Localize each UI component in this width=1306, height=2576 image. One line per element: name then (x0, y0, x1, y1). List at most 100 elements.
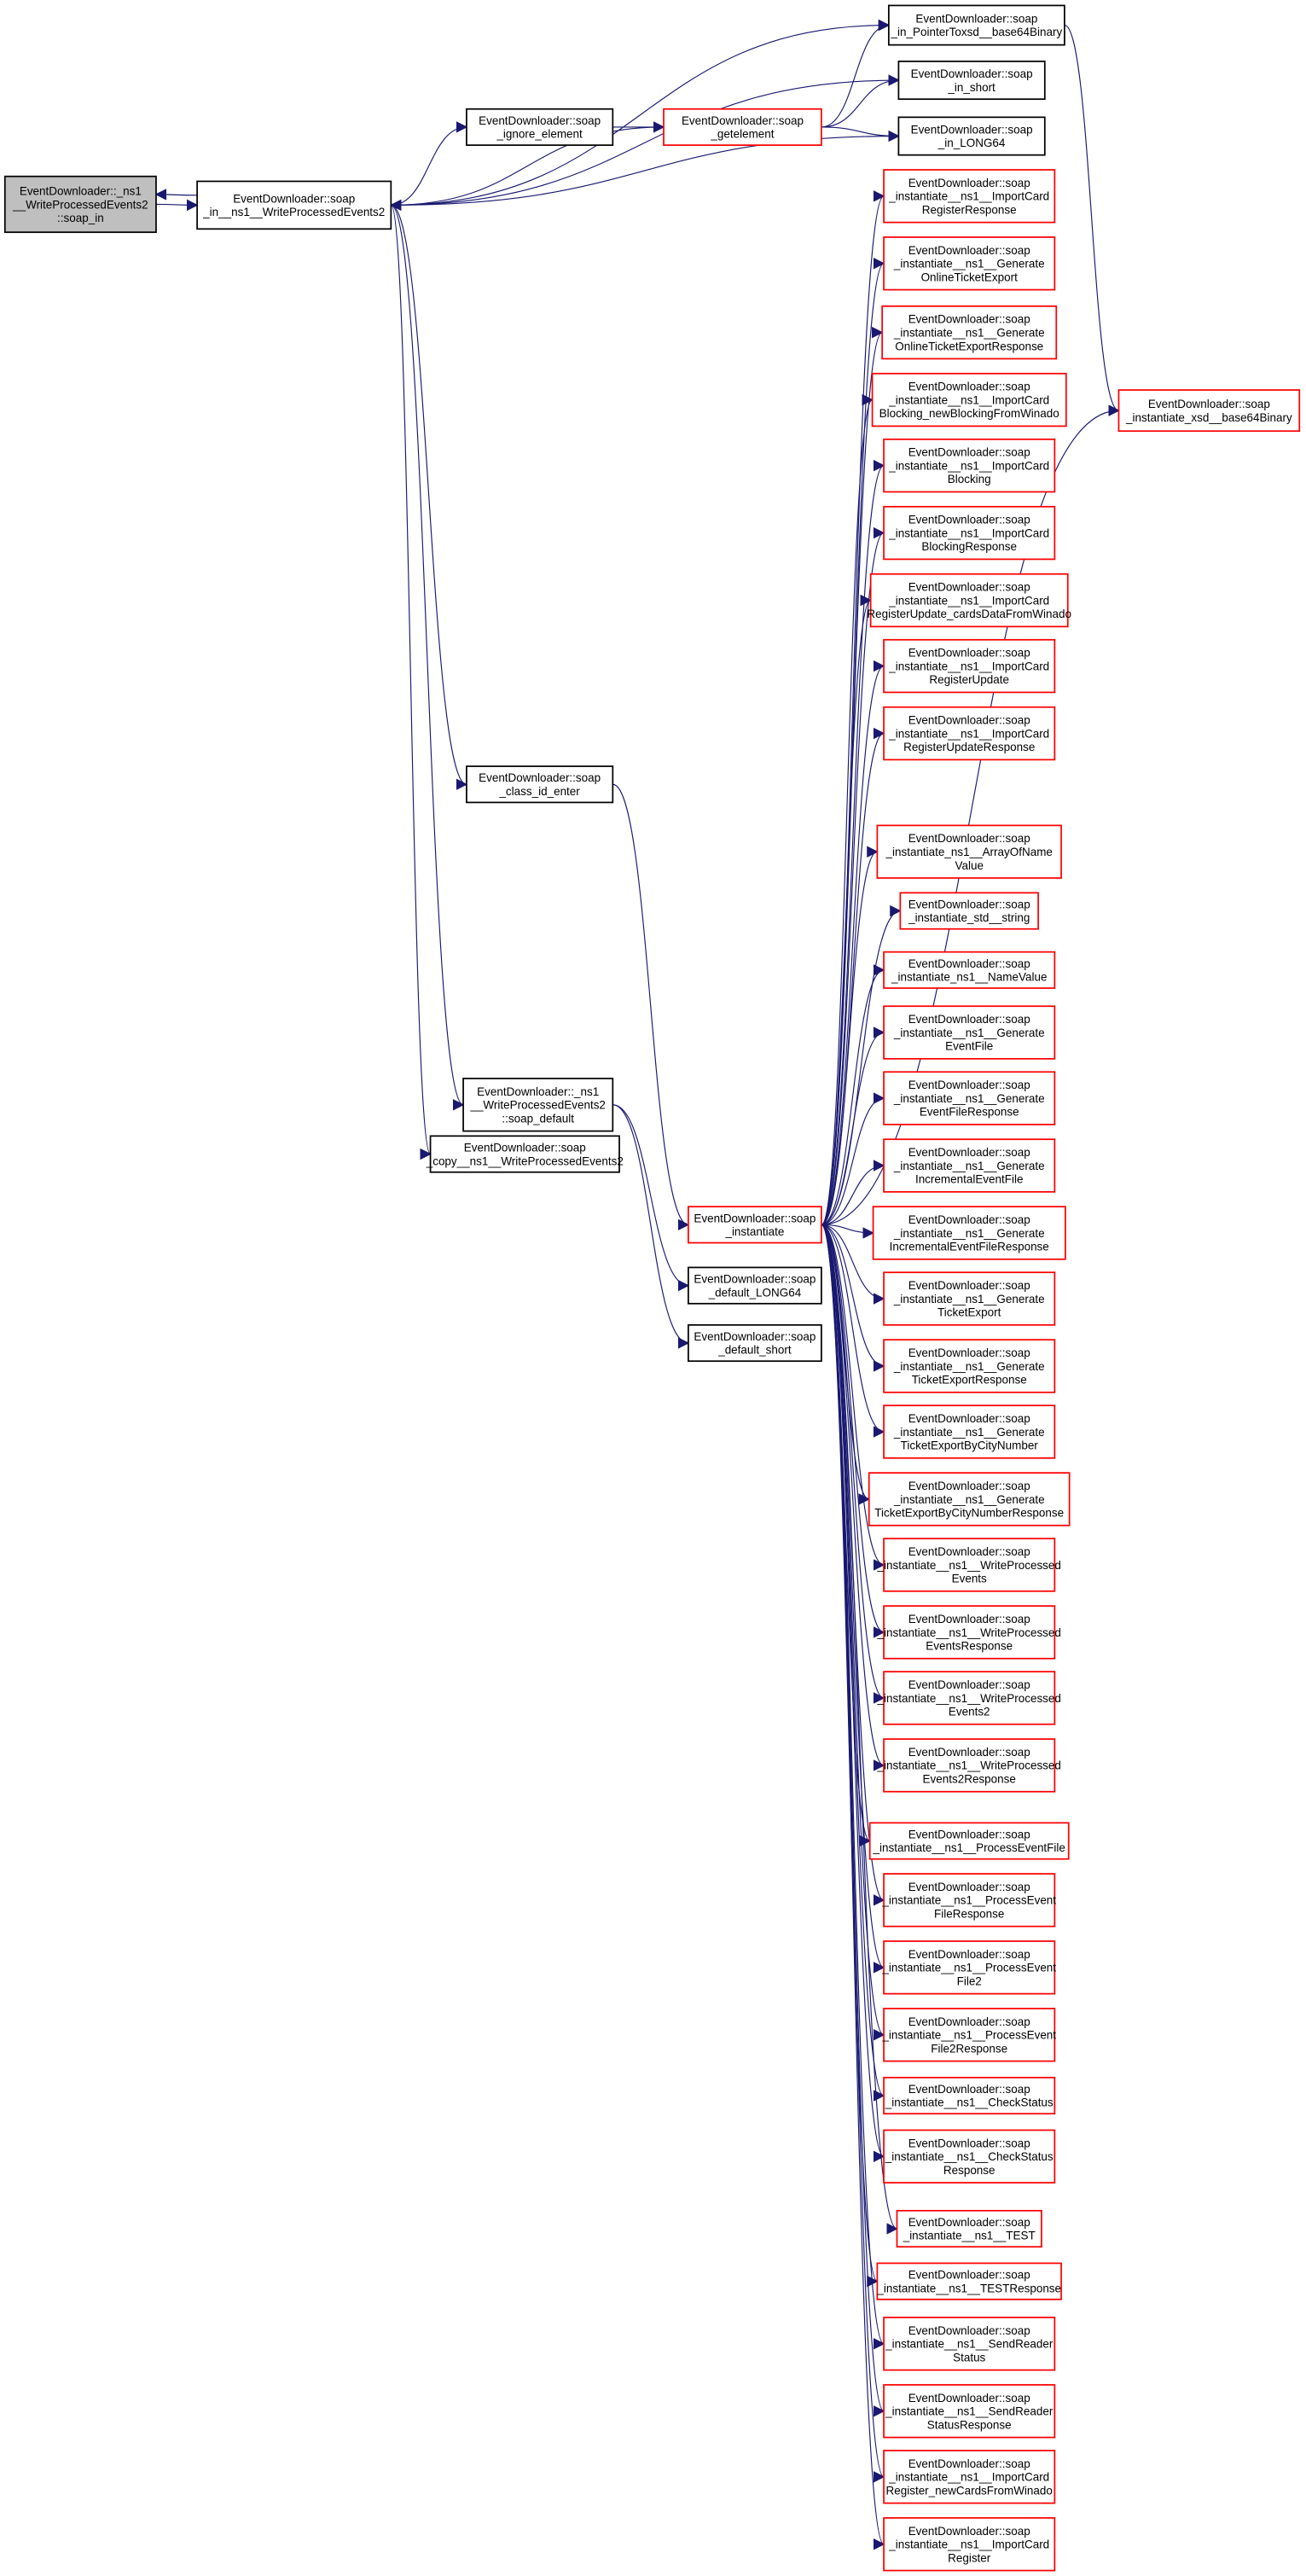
node-label-line: EventDownloader::soap (682, 114, 804, 127)
node-box (872, 1206, 1066, 1260)
node-r36[interactable]: EventDownloader::soap_instantiate__ns1__… (883, 2517, 1056, 2572)
node-r35[interactable]: EventDownloader::soap_instantiate__ns1__… (883, 2450, 1056, 2504)
node-label-line: EventDownloader::soap (908, 1013, 1030, 1026)
edge (821, 1224, 885, 1372)
node-box (883, 505, 1056, 561)
node-label-line: EventDownloader::soap (908, 446, 1030, 459)
node-r20[interactable]: EventDownloader::soap_instantiate__ns1__… (868, 1472, 1071, 1526)
node-r1[interactable]: EventDownloader::soap_instantiate__ns1__… (883, 169, 1056, 224)
node-def_long[interactable]: EventDownloader::soap_default_LONG64 (688, 1266, 822, 1305)
node-r19[interactable]: EventDownloader::soap_instantiate__ns1__… (883, 1404, 1056, 1459)
node-r2[interactable]: EventDownloader::soap_instantiate__ns1__… (883, 236, 1056, 291)
node-label-line: EventFile (945, 1040, 993, 1053)
node-r16[interactable]: EventDownloader::soap_instantiate__ns1__… (872, 1206, 1066, 1260)
node-getelement[interactable]: EventDownloader::soap_getelement (663, 108, 822, 146)
node-label-line: OnlineTicketExport (921, 270, 1019, 283)
node-label-line: _getelement (710, 128, 774, 141)
node-label-line: _instantiate__ns1__ImportCard (888, 660, 1049, 672)
node-label-line: EventDownloader::soap (908, 313, 1030, 326)
node-label-line: _instantiate__ns1__Generate (893, 1360, 1045, 1373)
node-box (883, 1940, 1056, 1995)
edge (821, 1092, 885, 1225)
node-r27[interactable]: EventDownloader::soap_instantiate__ns1__… (881, 1940, 1056, 1995)
node-box (897, 61, 1046, 101)
node-label-line: _instantiate__ns1__ProcessEvent (881, 1962, 1056, 1974)
node-label-line: _copy__ns1__WriteProcessedEvents2 (426, 1154, 624, 1167)
node-label-line: _instantiate_xsd__base64Binary (1125, 411, 1292, 424)
edge-instantiate-to-b64 (821, 404, 1120, 1225)
node-r7[interactable]: EventDownloader::soap_instantiate__ns1__… (867, 573, 1071, 628)
node-copy[interactable]: EventDownloader::soap_copy__ns1__WritePr… (426, 1135, 624, 1173)
node-r33[interactable]: EventDownloader::soap_instantiate__ns1__… (883, 2317, 1056, 2371)
node-r17[interactable]: EventDownloader::soap_instantiate__ns1__… (883, 1271, 1056, 1326)
node-r5[interactable]: EventDownloader::soap_instantiate__ns1__… (883, 438, 1056, 493)
node-label-line: _instantiate__ns1__Generate (893, 1293, 1045, 1305)
node-label-line: Blocking (948, 473, 991, 486)
edge (612, 783, 690, 1230)
node-soap_in[interactable]: EventDownloader::soap_in__ns1__WriteProc… (196, 180, 392, 230)
node-r26[interactable]: EventDownloader::soap_instantiate__ns1__… (881, 1873, 1056, 1928)
node-in_long[interactable]: EventDownloader::soap_in_LONG64 (897, 116, 1046, 156)
node-label-line: EventDownloader::soap (908, 1079, 1030, 1091)
node-in_short[interactable]: EventDownloader::soap_in_short (897, 61, 1046, 101)
node-r18[interactable]: EventDownloader::soap_instantiate__ns1__… (883, 1339, 1056, 1393)
node-root[interactable]: EventDownloader::_ns1__WriteProcessedEve… (3, 175, 157, 234)
node-r10[interactable]: EventDownloader::soap_instantiate_ns1__A… (876, 824, 1062, 879)
edge (390, 204, 432, 1160)
edge (821, 964, 885, 1225)
node-label-line: Events2Response (923, 1773, 1016, 1786)
node-r23[interactable]: EventDownloader::soap_instantiate__ns1__… (877, 1671, 1061, 1725)
node-label-line: EventDownloader::soap (908, 2015, 1030, 2028)
node-r30[interactable]: EventDownloader::soap_instantiate__ns1__… (883, 2129, 1056, 2183)
node-r9[interactable]: EventDownloader::soap_instantiate__ns1__… (883, 706, 1056, 761)
node-r15[interactable]: EventDownloader::soap_instantiate__ns1__… (883, 1138, 1056, 1193)
node-def_short[interactable]: EventDownloader::soap_default_short (688, 1323, 822, 1363)
node-r12[interactable]: EventDownloader::soap_instantiate_ns1__N… (883, 951, 1056, 989)
node-label-line: EventDownloader::soap (908, 714, 1030, 727)
node-r6[interactable]: EventDownloader::soap_instantiate__ns1__… (883, 505, 1056, 561)
edge (391, 204, 465, 1111)
node-r29[interactable]: EventDownloader::soap_instantiate__ns1__… (883, 2076, 1056, 2115)
node-box (883, 1671, 1056, 1725)
edge (821, 1224, 885, 2162)
node-r24[interactable]: EventDownloader::soap_instantiate__ns1__… (877, 1738, 1061, 1793)
node-label-line: _instantiate__ns1__SendReader (885, 2405, 1054, 2418)
node-soap_default[interactable]: EventDownloader::_ns1__WriteProcessedEve… (462, 1078, 614, 1132)
edge-instantiate-to-r29 (821, 1224, 885, 2102)
node-r3[interactable]: EventDownloader::soap_instantiate__ns1__… (881, 305, 1058, 360)
node-r22[interactable]: EventDownloader::soap_instantiate__ns1__… (877, 1605, 1061, 1660)
node-r31[interactable]: EventDownloader::soap_instantiate__ns1__… (896, 2209, 1042, 2248)
node-label-line: _default_LONG64 (708, 1286, 802, 1299)
node-label-line: EventDownloader::soap (908, 1678, 1030, 1691)
node-r21[interactable]: EventDownloader::soap_instantiate__ns1__… (877, 1538, 1061, 1592)
edge-instantiate-to-r24 (821, 1224, 885, 1771)
node-box (429, 1135, 620, 1173)
edge-instantiate-to-r31 (821, 1224, 898, 2235)
node-box (196, 180, 392, 230)
edge (821, 846, 879, 1225)
node-class_id[interactable]: EventDownloader::soap_class_id_enter (466, 765, 614, 804)
node-label-line: _instantiate__ns1__ImportCard (888, 190, 1049, 203)
node-r13[interactable]: EventDownloader::soap_instantiate__ns1__… (883, 1005, 1056, 1060)
node-label-line: _instantiate__ns1__ProcessEventFile (873, 1841, 1065, 1854)
node-ignore[interactable]: EventDownloader::soap_ignore_element (466, 108, 614, 146)
node-r8[interactable]: EventDownloader::soap_instantiate__ns1__… (883, 638, 1056, 694)
node-box (466, 765, 614, 804)
node-in_ptr[interactable]: EventDownloader::soap_in_PointerToxsd__b… (887, 4, 1065, 46)
node-label-line: EventDownloader::soap (911, 67, 1033, 80)
node-r28[interactable]: EventDownloader::soap_instantiate__ns1__… (881, 2008, 1056, 2062)
node-r14[interactable]: EventDownloader::soap_instantiate__ns1__… (883, 1071, 1056, 1125)
node-r32[interactable]: EventDownloader::soap_instantiate__ns1__… (876, 2262, 1062, 2300)
node-r11[interactable]: EventDownloader::soap_instantiate_std__s… (899, 892, 1039, 930)
node-instantiate[interactable]: EventDownloader::soap_instantiate (688, 1206, 822, 1244)
edge-instantiate-to-r28 (821, 1224, 885, 2041)
node-label-line: EventDownloader::soap (1148, 398, 1270, 410)
node-b64[interactable]: EventDownloader::soap_instantiate_xsd__b… (1117, 389, 1301, 433)
node-label-line: _instantiate (724, 1225, 784, 1238)
node-label-line: _instantiate__ns1__Generate (893, 1227, 1045, 1240)
node-r34[interactable]: EventDownloader::soap_instantiate__ns1__… (883, 2384, 1056, 2439)
edge (821, 1224, 885, 1638)
node-r4[interactable]: EventDownloader::soap_instantiate__ns1__… (871, 372, 1067, 427)
node-r25[interactable]: EventDownloader::soap_instantiate__ns1__… (868, 1822, 1070, 1860)
